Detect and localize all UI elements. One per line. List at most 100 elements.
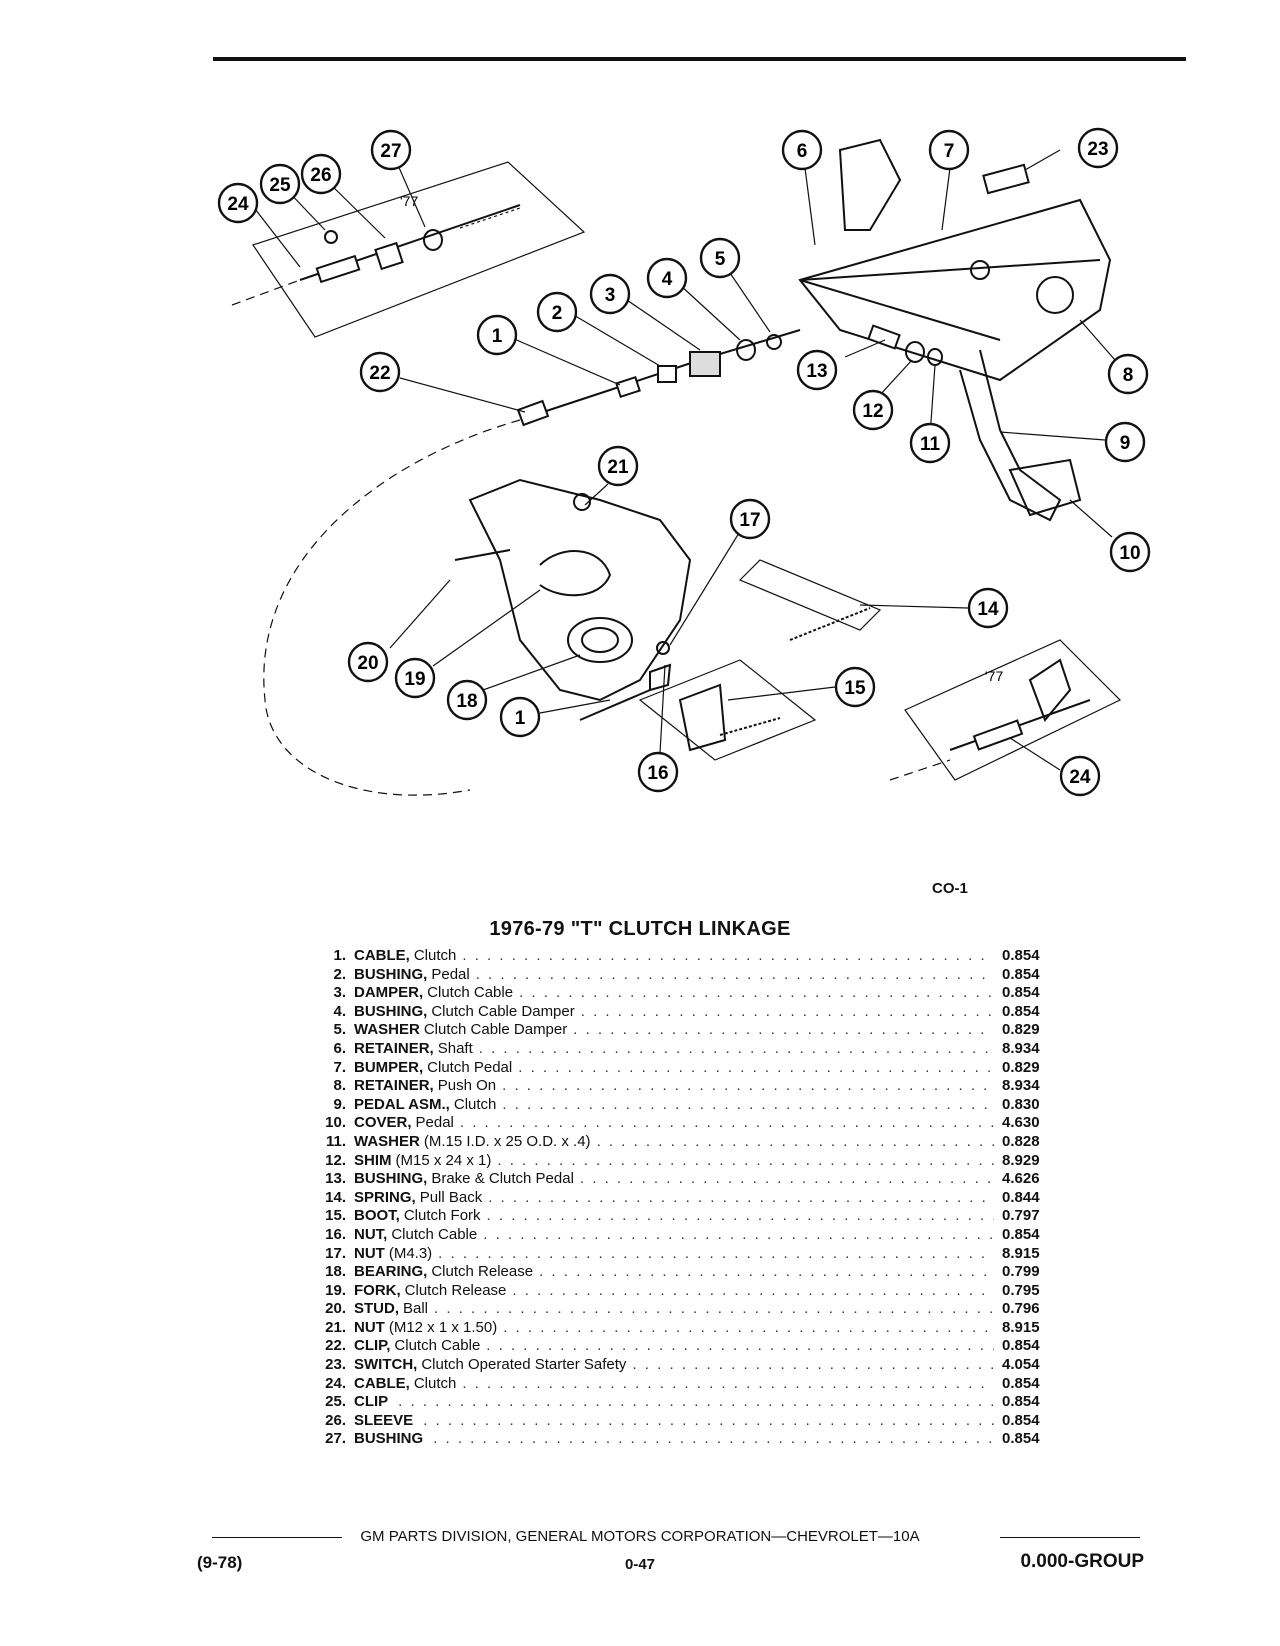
dot-leader [503, 1319, 994, 1338]
svg-text:7: 7 [944, 141, 955, 162]
parts-row: 26.SLEEVE0.854 [300, 1412, 1060, 1431]
footer-rule-right [1000, 1537, 1140, 1538]
callout-13: 13 [796, 349, 838, 391]
part-group-code: 0.854 [1002, 1337, 1040, 1355]
part-description: Clutch Release [431, 1263, 534, 1281]
transmission-housing [454, 478, 882, 761]
part-name: CABLE, [354, 947, 410, 964]
part-name: BUSHING [354, 1430, 424, 1448]
parts-row: 9.PEDAL ASM.,Clutch0.830 [300, 1096, 1060, 1115]
part-description: Clutch [413, 947, 457, 964]
part-number: 14. [325, 1188, 346, 1206]
callout-11: 11 [909, 422, 951, 464]
parts-list: 1.CABLE,Clutch0.8542.BUSHING,Pedal0.8543… [300, 947, 1060, 1449]
part-group-code: 8.915 [1002, 1244, 1040, 1262]
part-group-code: 0.796 [1002, 1300, 1040, 1318]
part-group-code: 0.854 [1002, 947, 1040, 964]
dot-leader [483, 1226, 994, 1245]
dot-leader [487, 1207, 994, 1226]
callout-5: 5 [699, 237, 741, 279]
part-name: WASHER [354, 1021, 420, 1039]
dot-leader [519, 984, 994, 1003]
callout-10: 10 [1109, 531, 1151, 573]
part-name: BUSHING, [354, 1002, 428, 1020]
part-number: 10. [325, 1114, 346, 1132]
part-group-code: 8.934 [1002, 1039, 1040, 1057]
part-name: DAMPER, [354, 984, 424, 1002]
part-description: Push On [437, 1077, 497, 1095]
parts-row: 23.SWITCH,Clutch Operated Starter Safety… [300, 1356, 1060, 1375]
part-number: 13. [325, 1170, 346, 1188]
callout-18: 18 [446, 679, 488, 721]
part-description: Clutch [453, 1095, 497, 1113]
callout-27: 27 [370, 129, 412, 171]
page-number: 0-47 [624, 1556, 656, 1573]
parts-row: 4.BUSHING,Clutch Cable Damper0.854 [300, 1003, 1060, 1022]
clutch-linkage-diagram: '77 [217, 127, 1151, 797]
part-number: 19. [325, 1281, 346, 1299]
part-name: SLEEVE [354, 1411, 414, 1429]
footer-credit: GM PARTS DIVISION, GENERAL MOTORS CORPOR… [0, 1528, 1280, 1545]
part-description: Shaft [437, 1039, 473, 1057]
group-number: 0.000-GROUP [1020, 1551, 1144, 1572]
parts-row: 3.DAMPER,Clutch Cable0.854 [300, 984, 1060, 1003]
part-description: (M4.3) [388, 1244, 433, 1262]
svg-text:18: 18 [456, 691, 477, 712]
dot-leader [476, 966, 994, 985]
part-name: BUMPER, [354, 1058, 424, 1076]
dot-leader [460, 1114, 994, 1133]
dot-leader [518, 1059, 994, 1078]
svg-text:6: 6 [797, 141, 808, 162]
svg-text:21: 21 [607, 457, 629, 478]
part-number: 2. [333, 965, 346, 983]
part-description: Ball [403, 1300, 429, 1318]
figure-code: CO-1 [932, 880, 968, 897]
svg-text:27: 27 [380, 141, 401, 162]
dot-leader [434, 1300, 994, 1319]
callout-24-inset: 24 [217, 182, 259, 224]
callout-6: 6 [781, 129, 823, 171]
callout-20: 20 [347, 641, 389, 683]
part-number: 6. [333, 1039, 346, 1057]
part-description: Clutch Operated Starter Safety [421, 1356, 627, 1374]
callout-15: 15 [834, 666, 876, 708]
callout-1: 1 [476, 314, 518, 356]
inset-cable-upper [299, 204, 521, 284]
part-group-code: 0.854 [1002, 1225, 1040, 1243]
part-name: SHIM [354, 1151, 392, 1169]
part-description: (M15 x 24 x 1) [395, 1151, 492, 1169]
part-name: NUT, [354, 1225, 388, 1243]
part-group-code: 0.854 [1002, 1411, 1040, 1429]
part-name: BOOT, [354, 1207, 400, 1225]
part-name: CABLE, [354, 1374, 410, 1392]
dot-leader [581, 1003, 994, 1022]
part-name: WASHER [354, 1132, 420, 1150]
parts-row: 14.SPRING,Pull Back0.844 [300, 1189, 1060, 1208]
part-number: 7. [333, 1058, 346, 1076]
part-number: 4. [333, 1002, 346, 1020]
dot-leader [438, 1245, 994, 1264]
part-description: (M12 x 1 x 1.50) [388, 1318, 498, 1336]
callout-23: 23 [1077, 127, 1119, 169]
part-group-code: 0.854 [1002, 1430, 1040, 1448]
parts-row: 20.STUD,Ball0.796 [300, 1300, 1060, 1319]
part-description: Clutch Fork [403, 1207, 481, 1225]
svg-text:19: 19 [404, 669, 425, 690]
svg-text:26: 26 [310, 165, 331, 186]
part-number: 23. [325, 1356, 346, 1374]
part-description: Clutch Cable [394, 1337, 481, 1355]
part-name: PEDAL ASM., [354, 1095, 450, 1113]
part-number: 3. [333, 984, 346, 1002]
page-title: 1976-79 "T" CLUTCH LINKAGE [489, 918, 791, 940]
part-group-code: 0.854 [1002, 984, 1040, 1002]
part-name: RETAINER, [354, 1077, 434, 1095]
callout-14: 14 [967, 587, 1009, 629]
callout-21: 21 [597, 445, 639, 487]
part-description: Brake & Clutch Pedal [431, 1170, 574, 1188]
svg-text:16: 16 [647, 763, 668, 784]
dot-leader [462, 1375, 994, 1394]
parts-row: 18.BEARING,Clutch Release0.799 [300, 1263, 1060, 1282]
parts-row: 2.BUSHING,Pedal0.854 [300, 966, 1060, 985]
callout-3: 3 [589, 273, 631, 315]
